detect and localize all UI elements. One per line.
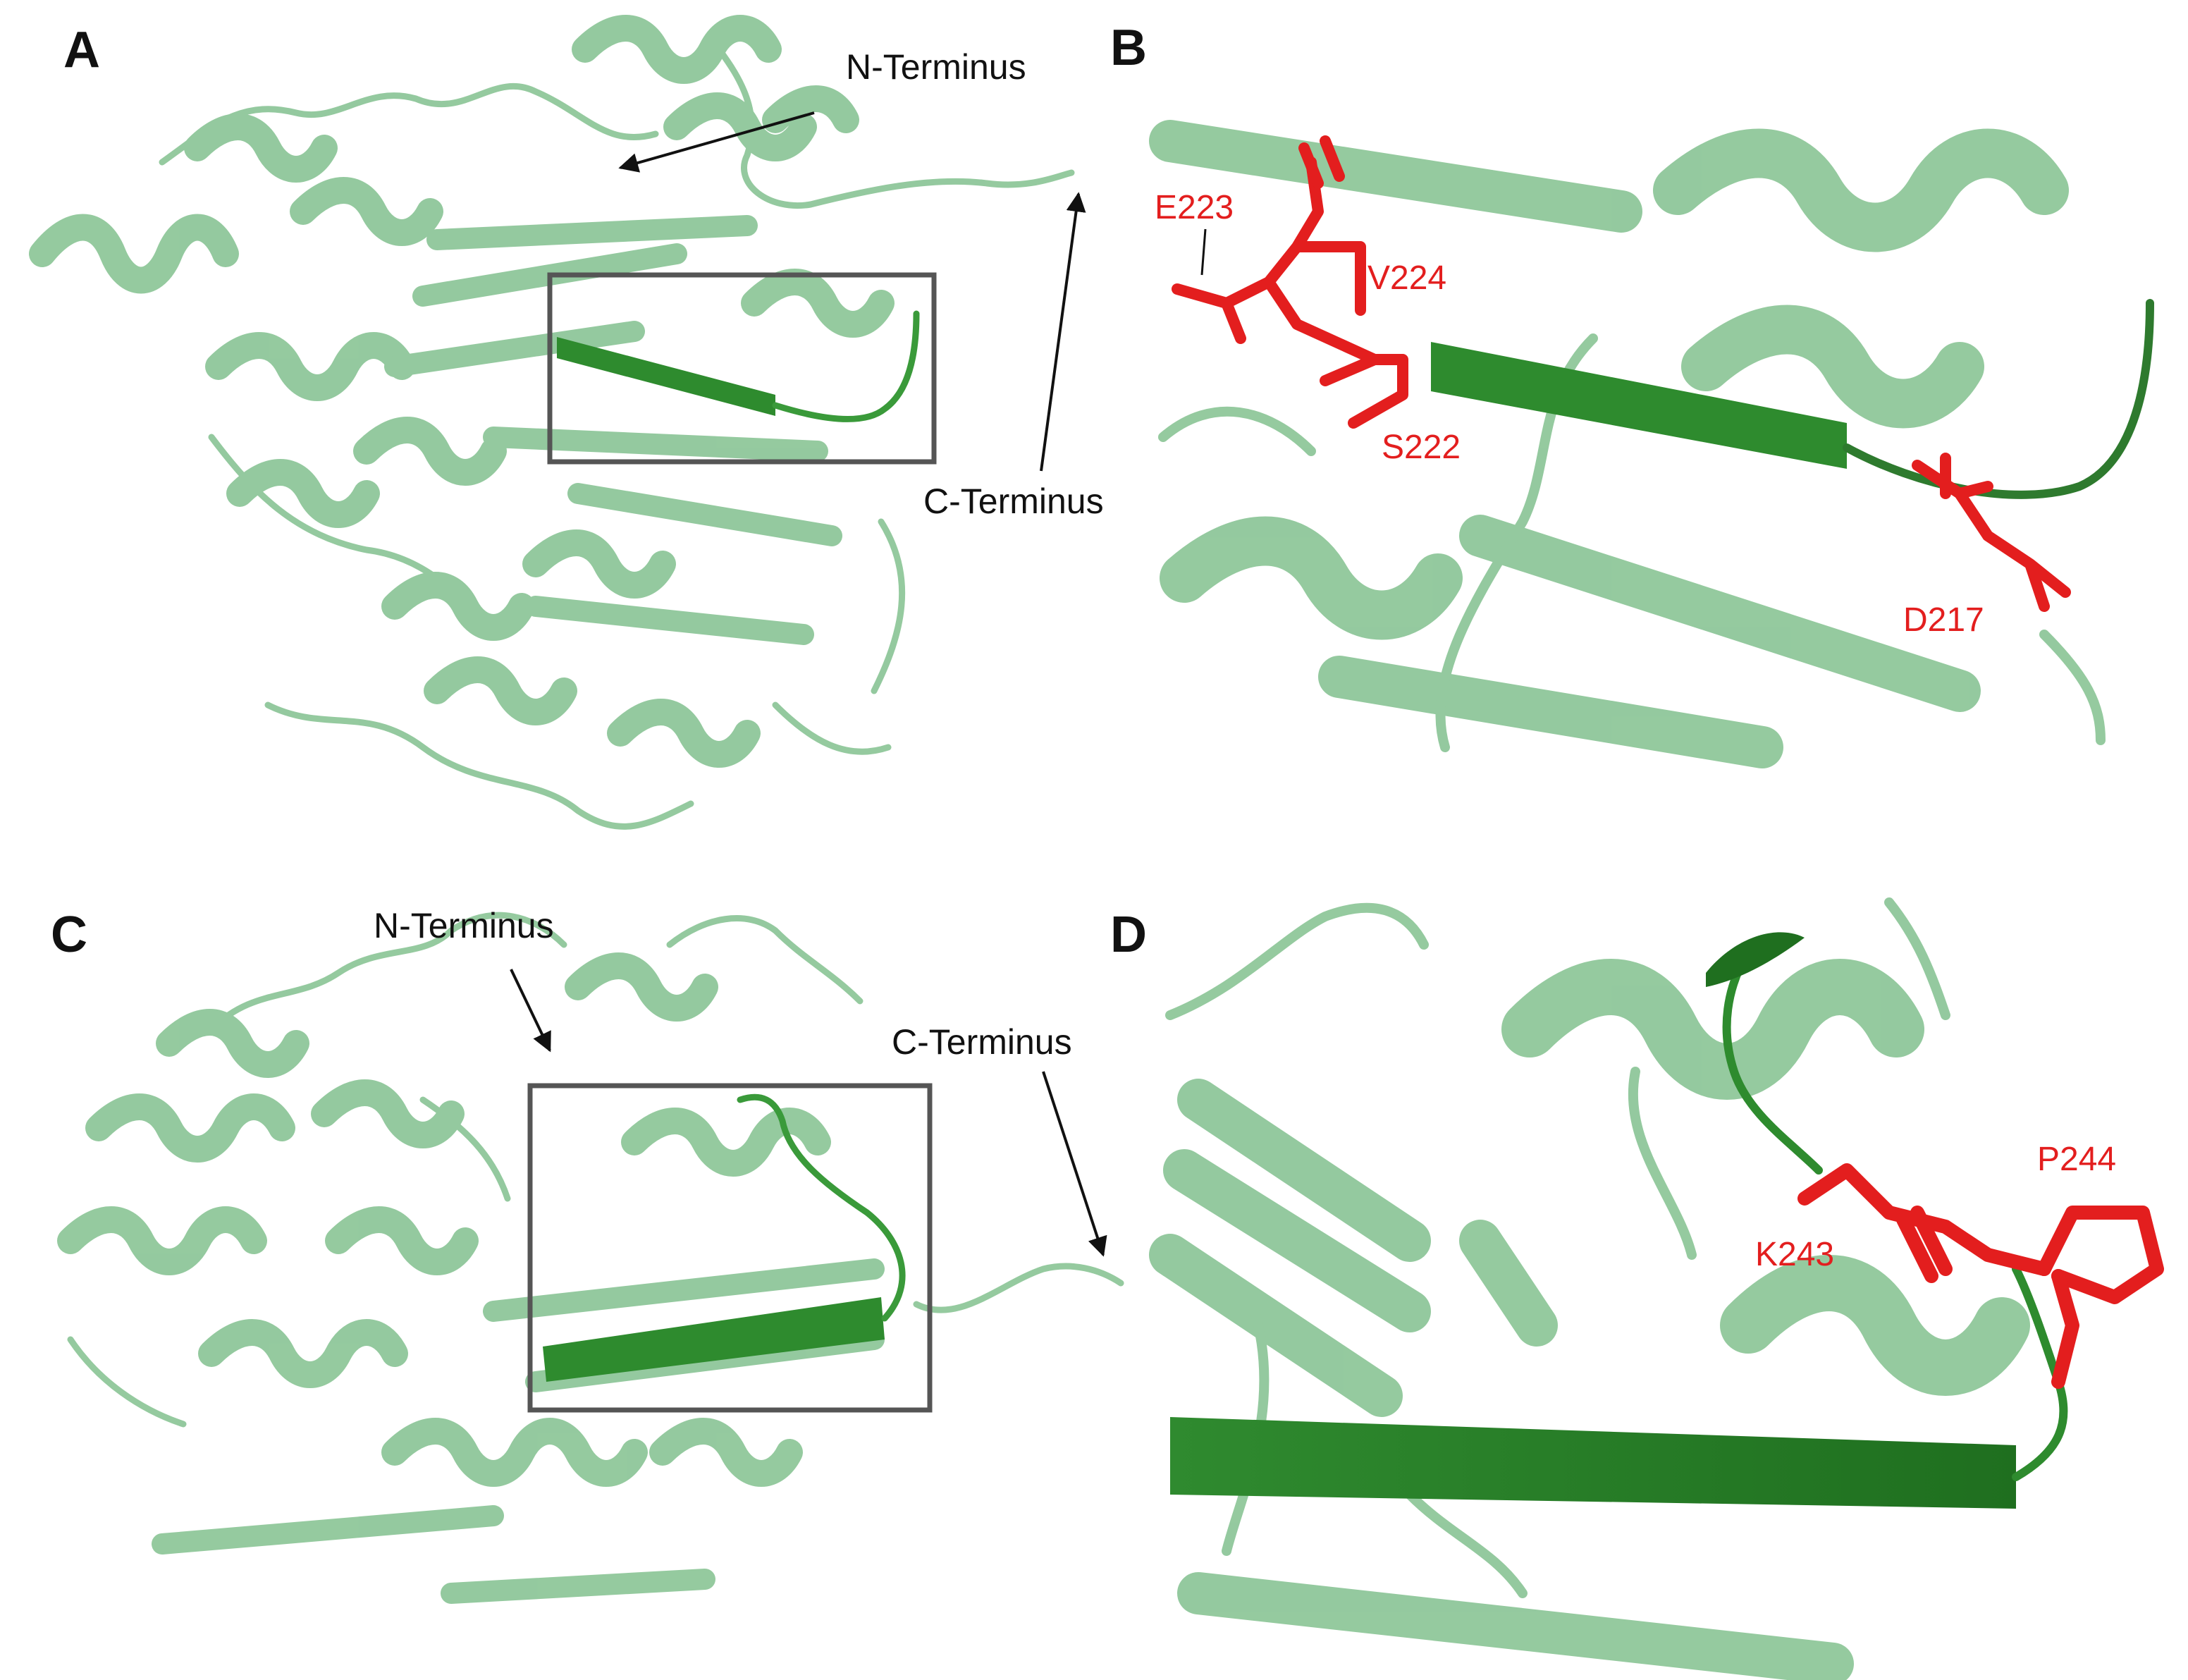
highlighted-strand-b	[1431, 299, 2154, 499]
panel-letter-d: D	[1110, 907, 1147, 963]
n-terminus-label-a: N-Terminus	[846, 47, 1026, 87]
panel-letter-c: C	[51, 907, 87, 963]
residue-label-s222: S222	[1382, 429, 1461, 466]
highlighted-strand-c	[543, 1093, 906, 1382]
c-terminus-label-a: C-Terminus	[923, 482, 1104, 521]
n-terminus-label-c: N-Terminus	[374, 906, 554, 945]
residue-sticks-d	[1797, 1163, 2164, 1389]
arrow-icon	[1040, 192, 1086, 472]
panel-c: C N-Terminus	[51, 906, 1124, 1604]
residue-sticks-b	[1172, 135, 2071, 612]
zoom-box-c	[527, 1083, 933, 1413]
residue-label-k243: K243	[1755, 1236, 1834, 1273]
panel-letter-b: B	[1110, 20, 1147, 76]
arrow-icon	[1042, 1071, 1107, 1257]
c-terminus-label-c: C-Terminus	[892, 1022, 1072, 1062]
highlighted-strand-a	[557, 310, 920, 422]
panel-b: B E223 V224 S222 D217	[1110, 20, 2178, 768]
residue-label-e223: E223	[1155, 189, 1234, 226]
protein-structure-c	[57, 912, 1124, 1604]
residue-label-v224: V224	[1368, 259, 1446, 297]
leader-line-e223	[1200, 228, 1207, 276]
arrow-icon	[510, 969, 551, 1053]
residue-label-p244: P244	[2037, 1141, 2116, 1178]
panel-letter-a: A	[63, 22, 100, 78]
protein-closeup-b	[1149, 120, 2106, 768]
arrow-icon	[618, 111, 815, 173]
residue-label-d217: D217	[1903, 601, 1984, 639]
panel-d: D K243 P244	[1110, 897, 2164, 1680]
protein-closeup-d	[1149, 897, 2030, 1680]
panel-a: A	[29, 15, 1104, 830]
zoom-box-a	[547, 272, 937, 465]
protein-structure-a	[29, 15, 1075, 830]
